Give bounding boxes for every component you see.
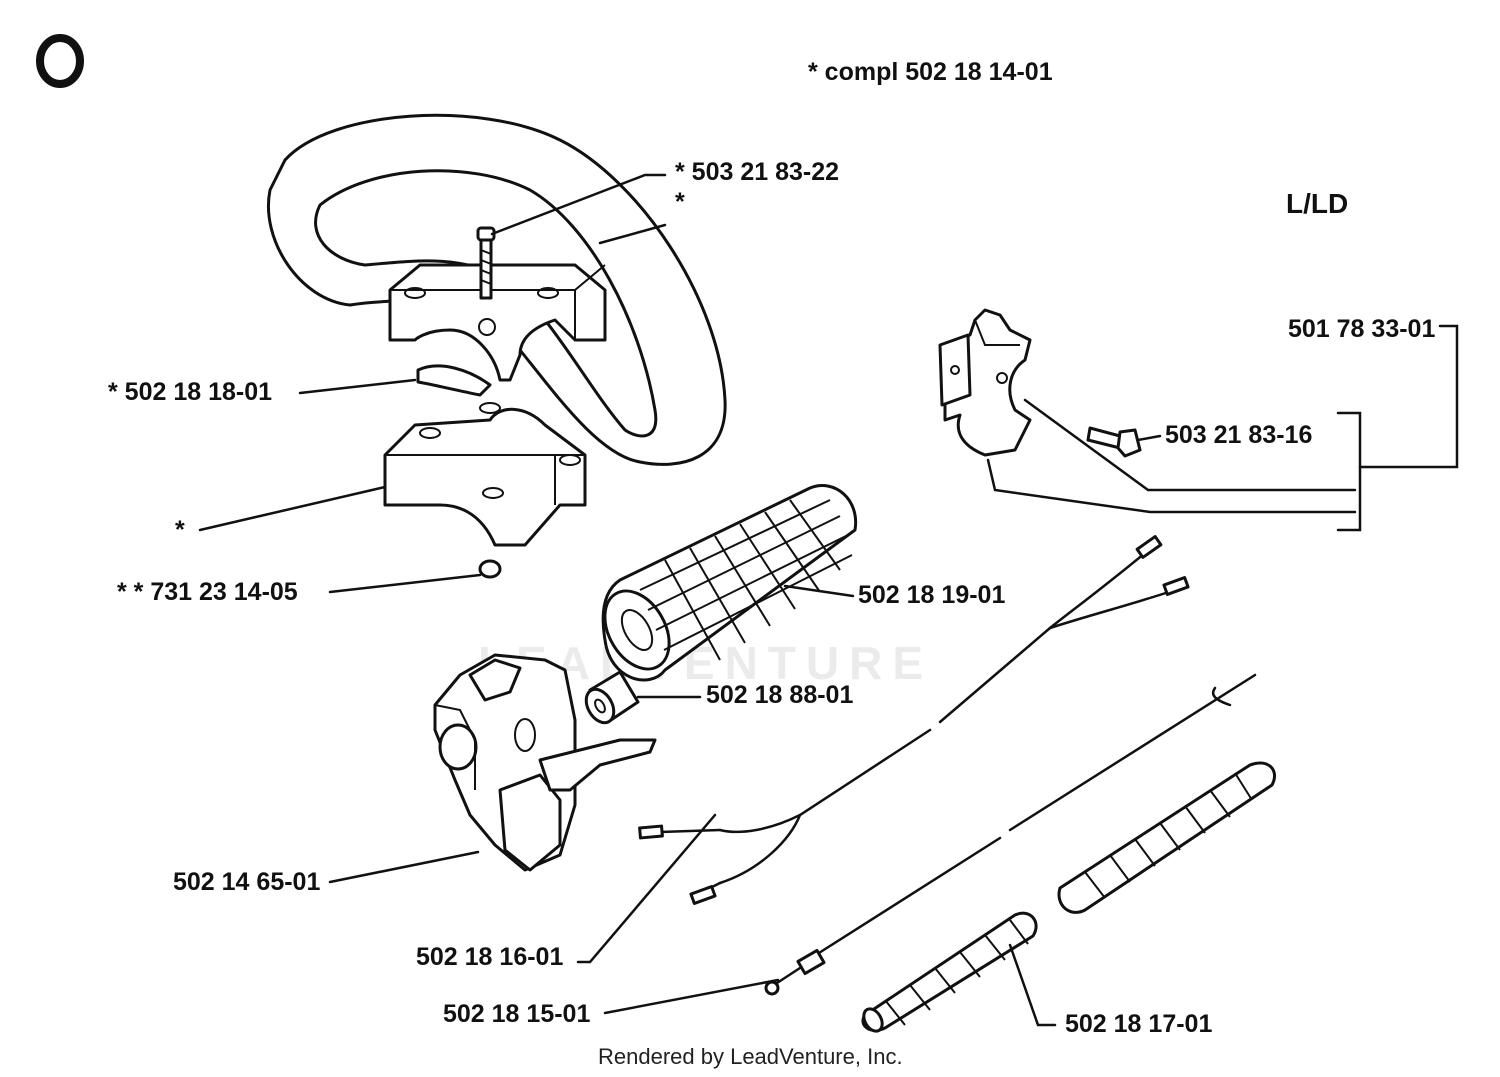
part-label-502-18-15-01: 502 18 15-01 bbox=[443, 1000, 591, 1028]
complete-assembly-note: * compl 502 18 14-01 bbox=[808, 58, 1053, 86]
part-label-503-21-83-22: * 503 21 83-22 bbox=[675, 158, 840, 186]
part-label-731-23-14-05: * * 731 23 14-05 bbox=[117, 578, 298, 606]
part-label-502-18-19-01: 502 18 19-01 bbox=[858, 581, 1006, 609]
corner-ring-icon bbox=[36, 34, 84, 88]
part-label-503-21-83-16: 503 21 83-16 bbox=[1165, 421, 1313, 449]
render-credit: Rendered by LeadVenture, Inc. bbox=[598, 1044, 903, 1069]
part-label-502-18-88-01: 502 18 88-01 bbox=[706, 681, 854, 709]
variant-label: L/LD bbox=[1286, 188, 1349, 219]
throttle-housing bbox=[433, 653, 657, 872]
screw-503-21-83-22 bbox=[476, 226, 496, 300]
throttle-cable bbox=[764, 673, 1257, 996]
part-label-502-18-16-01: 502 18 16-01 bbox=[416, 943, 564, 971]
spiral-sleeve bbox=[861, 761, 1276, 1033]
rubber-pad bbox=[416, 364, 492, 397]
nut-731-23-14-05 bbox=[478, 559, 502, 579]
wire-harness bbox=[638, 535, 1190, 905]
part-label-502-18-17-01: 502 18 17-01 bbox=[1065, 1010, 1213, 1038]
part-label-asterisk-clamp: * bbox=[175, 516, 185, 544]
lower-clamp bbox=[383, 402, 587, 547]
part-label-501-78-33-01: 501 78 33-01 bbox=[1288, 315, 1436, 343]
handle-bracket bbox=[938, 308, 1032, 457]
bolt-503-21-83-16 bbox=[1086, 426, 1142, 458]
part-label-502-18-18-01: * 502 18 18-01 bbox=[108, 378, 273, 406]
part-label-asterisk-loop: * bbox=[675, 188, 685, 216]
leader-lines bbox=[198, 173, 1459, 1027]
part-label-502-14-65-01: 502 14 65-01 bbox=[173, 868, 321, 896]
grip-sleeve bbox=[601, 484, 858, 682]
spacer-tube bbox=[584, 670, 640, 725]
upper-clamp bbox=[388, 263, 607, 382]
